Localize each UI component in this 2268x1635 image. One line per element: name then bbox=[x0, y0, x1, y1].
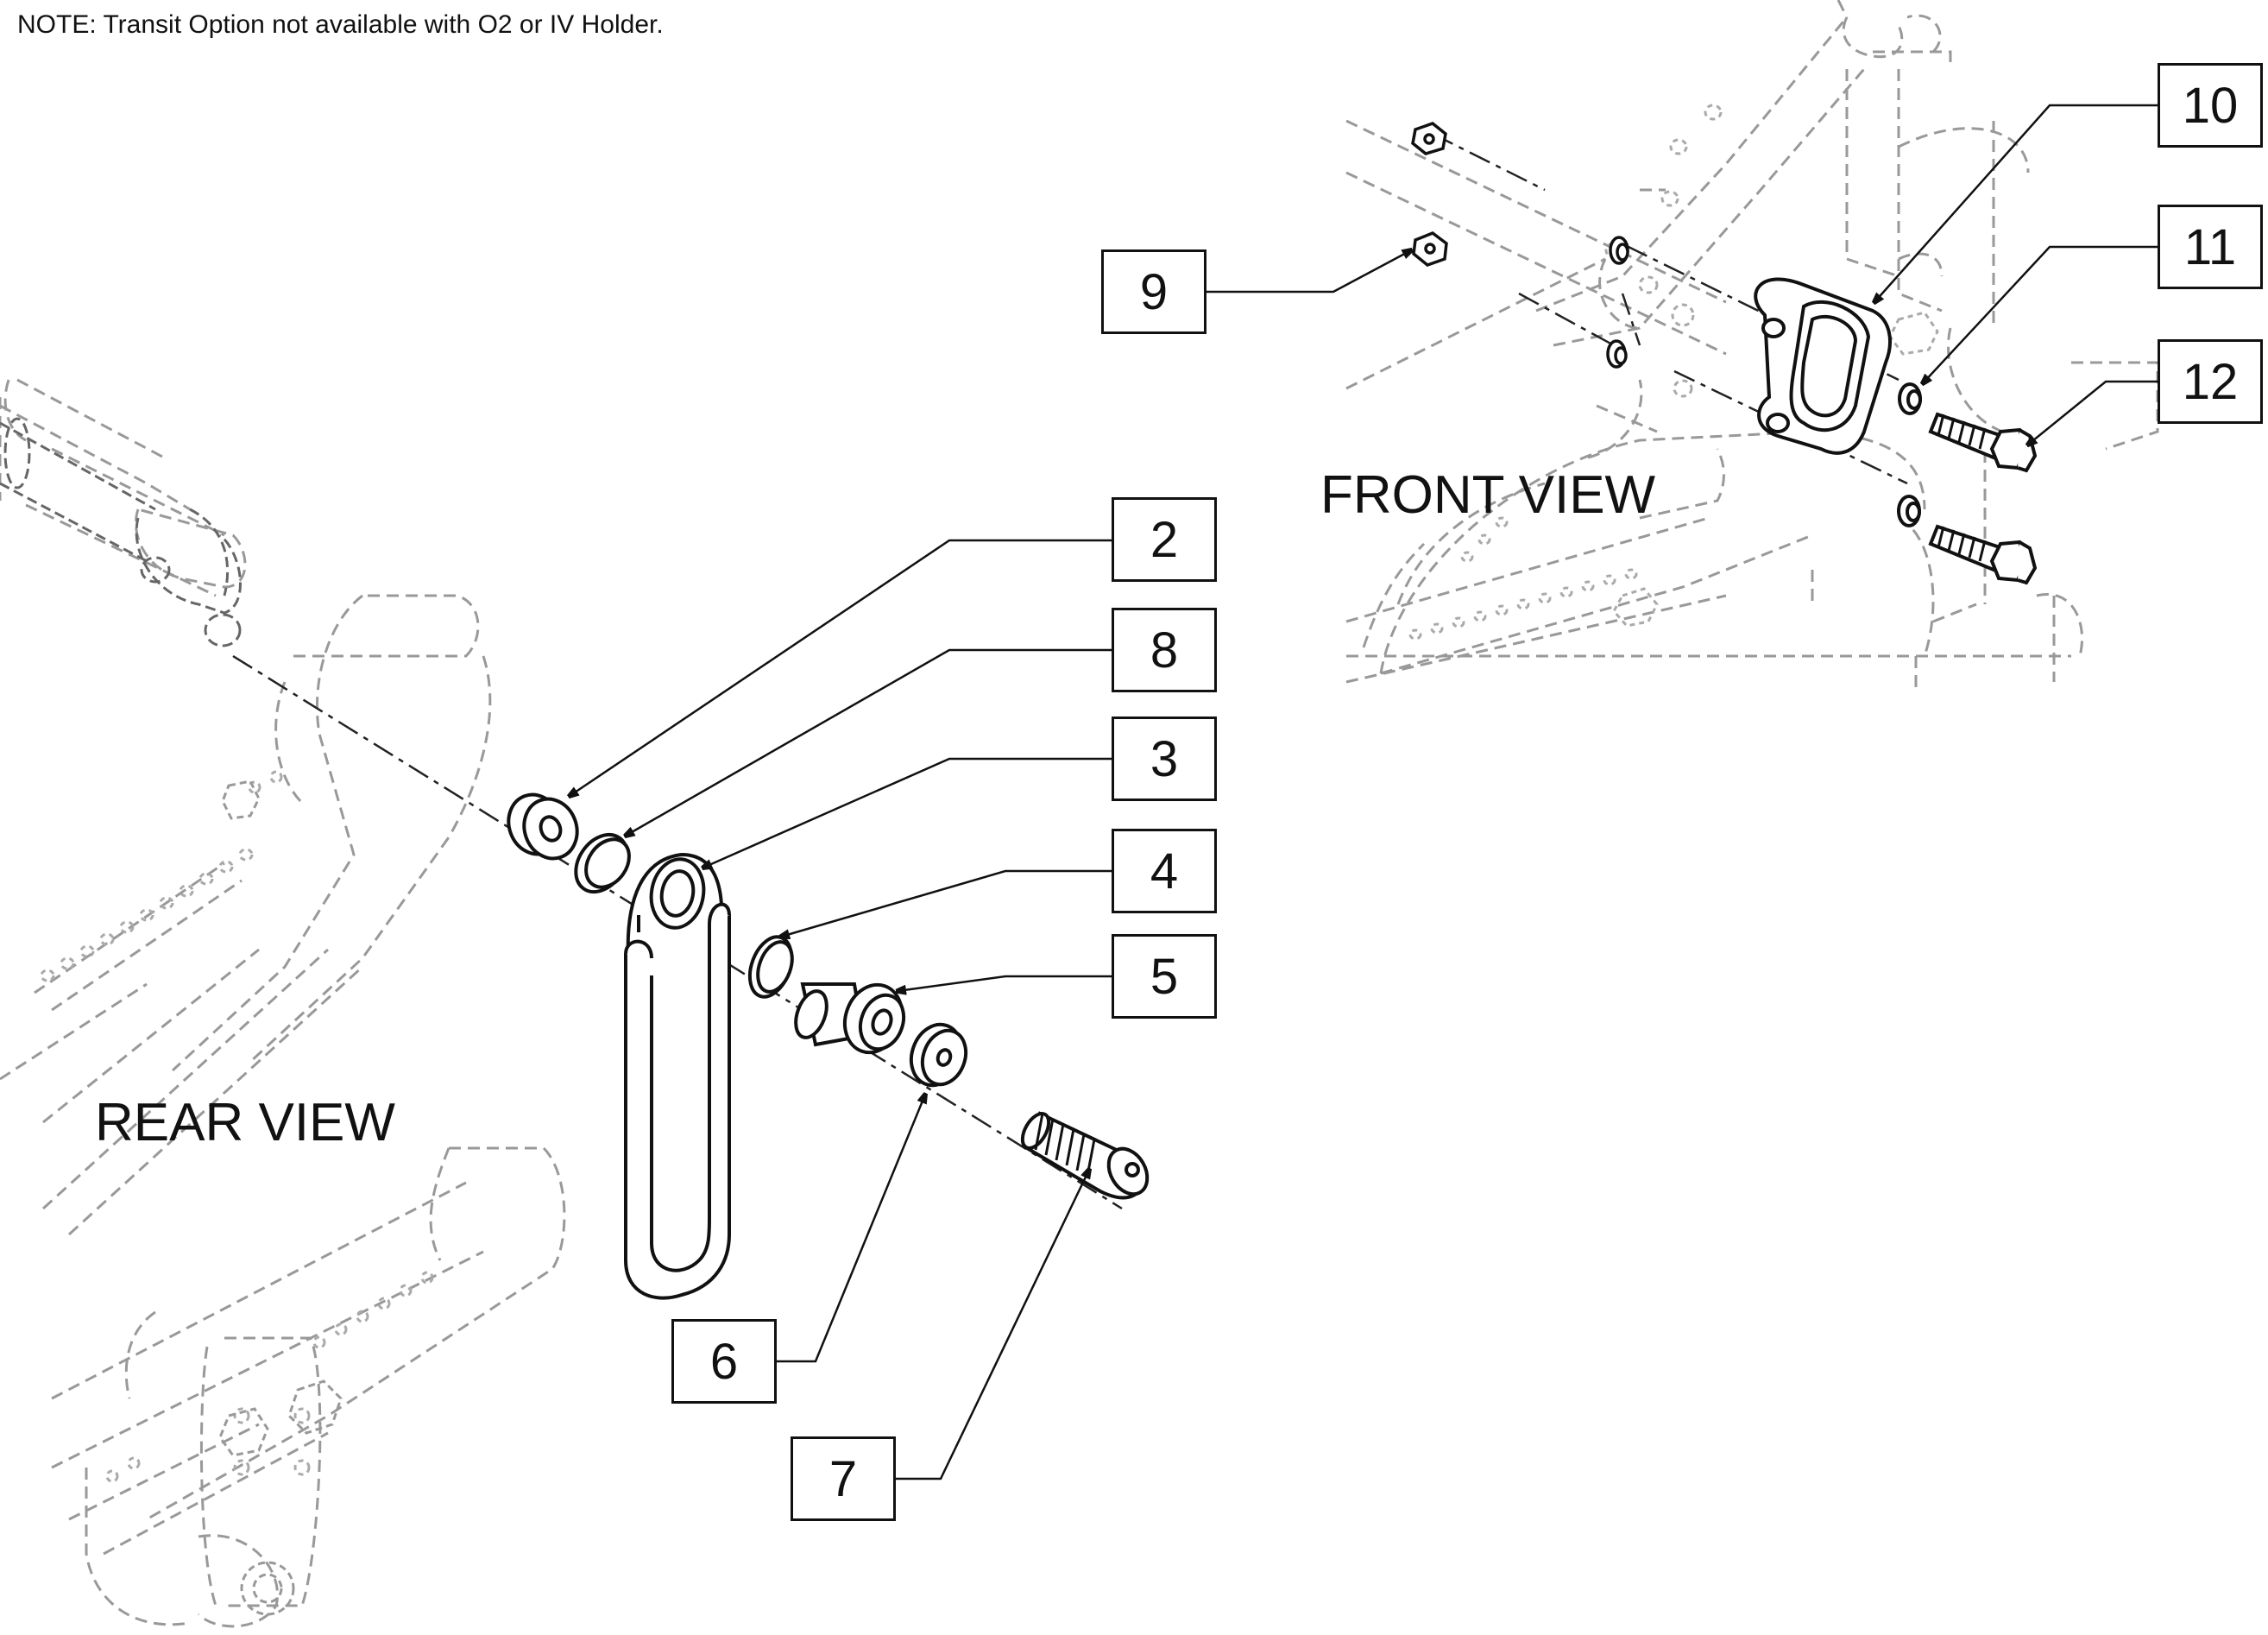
callout-6: 6 bbox=[671, 1319, 777, 1404]
leader-8 bbox=[626, 648, 1113, 836]
leader-5 bbox=[898, 975, 1113, 991]
rear-frame-bolts bbox=[218, 780, 343, 1616]
part-10-plate bbox=[1754, 277, 1892, 455]
callout-8: 8 bbox=[1112, 608, 1217, 692]
callout-9: 9 bbox=[1101, 249, 1206, 334]
leader-11 bbox=[1923, 245, 2159, 383]
leader-6 bbox=[777, 1095, 925, 1363]
callout-3: 3 bbox=[1112, 716, 1217, 801]
callout-2: 2 bbox=[1112, 497, 1217, 582]
front-frame-ghost bbox=[1345, 0, 2159, 691]
transit-option-note: NOTE: Transit Option not available with … bbox=[17, 10, 664, 39]
part-4-ring bbox=[747, 935, 794, 999]
rear-view-label: REAR VIEW bbox=[95, 1093, 395, 1152]
rear-assembly-axis bbox=[232, 654, 1123, 1210]
front-view-label: FRONT VIEW bbox=[1320, 465, 1656, 525]
rear-tube-upper bbox=[0, 417, 242, 647]
rear-frame-ghost bbox=[0, 378, 566, 1628]
callout-12: 12 bbox=[2158, 339, 2263, 424]
callout-7: 7 bbox=[791, 1436, 896, 1521]
part-12-bolts bbox=[1928, 412, 2038, 585]
leader-lines bbox=[570, 104, 2159, 1480]
part-5-bushing bbox=[794, 982, 906, 1055]
rear-frame-holes bbox=[40, 770, 434, 1483]
leader-2 bbox=[570, 539, 1113, 796]
leader-9 bbox=[1206, 250, 1411, 294]
leader-10 bbox=[1874, 104, 2159, 302]
leader-4 bbox=[781, 869, 1113, 937]
callout-11: 11 bbox=[2158, 205, 2263, 289]
callout-4: 4 bbox=[1112, 829, 1217, 913]
leader-3 bbox=[703, 757, 1113, 868]
part-7-bolt bbox=[1020, 1111, 1150, 1200]
part-9-nuts bbox=[1411, 122, 1629, 369]
part-11-washers bbox=[1897, 382, 1922, 527]
part-3-transit-bracket bbox=[624, 852, 731, 1300]
part-6-washer bbox=[909, 1022, 968, 1088]
leader-12 bbox=[2028, 380, 2159, 445]
callout-5: 5 bbox=[1112, 934, 1217, 1019]
leader-7 bbox=[896, 1170, 1089, 1480]
part-2-flanged-washer bbox=[507, 792, 579, 861]
callout-10: 10 bbox=[2158, 63, 2263, 148]
part-8-washer bbox=[574, 832, 631, 894]
